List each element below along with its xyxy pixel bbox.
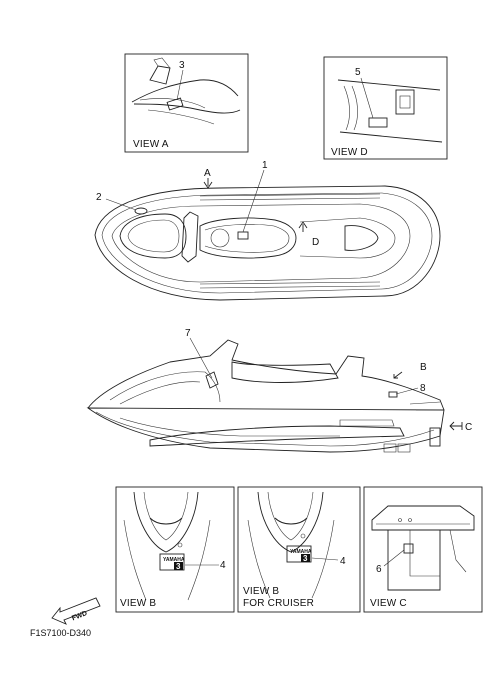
- view-b-title: VIEW B: [120, 598, 156, 609]
- view-b-decal: YAMAHA 3: [159, 553, 185, 571]
- callout-3: 3: [179, 60, 185, 71]
- view-a-hull-edge: [131, 79, 239, 103]
- view-d-frame: [323, 56, 448, 160]
- callout-7: 7: [185, 328, 191, 339]
- side-view-hull-outline: [86, 407, 445, 453]
- callout-8: 8: [420, 383, 426, 394]
- view-b-decal-brand: YAMAHA: [163, 557, 185, 563]
- view-a-title: VIEW A: [133, 139, 169, 150]
- view-marker-a: A: [204, 168, 211, 179]
- view-a-panel: 3 VIEW A: [124, 53, 249, 153]
- side-view-jet-nozzle: [429, 427, 441, 447]
- view-c-frame: [363, 486, 483, 613]
- view-c-title: VIEW C: [370, 598, 407, 609]
- view-d-panel: 5 VIEW D: [323, 56, 448, 160]
- view-a-handle: [149, 65, 171, 85]
- side-view-side-stripe: [149, 425, 405, 447]
- view-b-cruiser-title-line1: VIEW B: [243, 586, 279, 597]
- view-b-decal-number: 3: [176, 562, 181, 571]
- top-view-hull-outline: [94, 185, 441, 301]
- top-view-label-decal-1: [237, 231, 249, 240]
- view-c-arrow: [449, 421, 463, 431]
- side-view-label-decal-7: [205, 371, 219, 389]
- view-d-latch: [395, 89, 415, 115]
- view-b-frame: [115, 486, 235, 613]
- top-view-seat: [199, 217, 297, 259]
- view-c-deck: [371, 505, 475, 531]
- view-b-cruiser-panel: YAMAHA 3 4 VIEW B FOR CRUISER: [237, 486, 361, 613]
- view-a-arrow: [203, 178, 213, 189]
- side-view-watercraft: 7 8 B C: [86, 328, 472, 453]
- callout-1: 1: [262, 160, 268, 171]
- side-view-seat: [231, 361, 339, 383]
- view-c-label-decal: [403, 543, 414, 554]
- view-b-panel: YAMAHA 3 4 VIEW B: [115, 486, 235, 613]
- top-view-rear-pad: [344, 225, 379, 251]
- callout-5: 5: [355, 67, 361, 78]
- view-b-cruiser-title-line2: FOR CRUISER: [243, 598, 314, 609]
- view-b-arrow: [393, 371, 403, 379]
- view-c-panel: 6 VIEW C: [363, 486, 483, 613]
- top-view-watercraft: 2 1 A D: [94, 160, 441, 301]
- fwd-label: FWD: [71, 610, 88, 622]
- callout-6: 6: [376, 564, 382, 575]
- view-b-cruiser-decal-brand: YAMAHA: [290, 549, 312, 555]
- top-view-label-decal-2: [134, 207, 148, 215]
- fwd-arrow: FWD: [51, 597, 101, 625]
- view-d-label-decal: [368, 117, 388, 128]
- view-marker-b: B: [420, 362, 427, 373]
- view-d-title: VIEW D: [331, 147, 368, 158]
- view-a-frame: [124, 53, 249, 153]
- callout-4-view-b-cruiser: 4: [340, 556, 346, 567]
- view-b-cruiser-decal: YAMAHA 3: [286, 545, 312, 563]
- top-view-handlebar: [181, 211, 199, 263]
- side-view-deck-profile: [87, 339, 445, 411]
- callout-4-view-b: 4: [220, 560, 226, 571]
- callout-2: 2: [96, 192, 102, 203]
- view-a-label-decal: [166, 97, 184, 111]
- view-b-cruiser-frame: [237, 486, 361, 613]
- top-view-front-hatch: [119, 213, 187, 259]
- view-b-cruiser-decal-number: 3: [303, 554, 308, 563]
- view-d-arrow: [298, 221, 308, 232]
- part-code: F1S7100-D340: [30, 628, 91, 638]
- view-marker-c: C: [465, 422, 472, 433]
- view-marker-d: D: [312, 237, 319, 248]
- side-view-label-decal-8: [388, 391, 398, 398]
